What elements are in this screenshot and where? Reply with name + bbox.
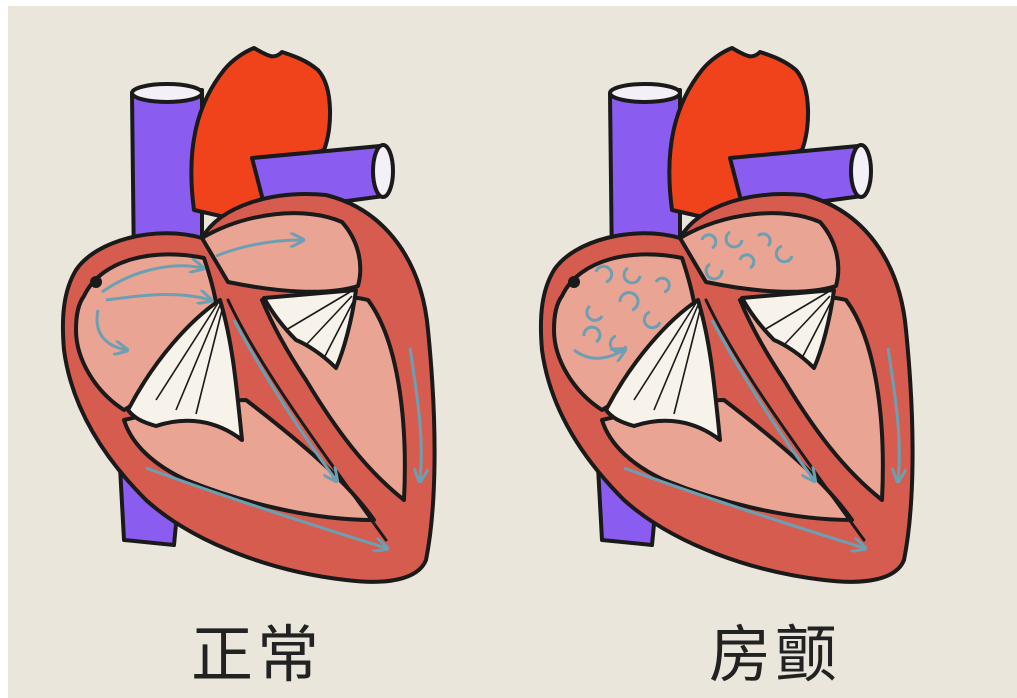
heart-afib-svg xyxy=(494,0,1002,620)
vena-cava-opening xyxy=(132,84,202,102)
heart-panel-normal xyxy=(6,0,514,620)
heart-normal-svg xyxy=(6,0,514,620)
heart-panel-afib xyxy=(494,0,1002,620)
pulmonary-opening xyxy=(851,145,871,197)
pulmonary-opening xyxy=(373,145,393,197)
vena-cava-opening xyxy=(610,84,680,102)
caption-normal: 正常 xyxy=(172,616,342,694)
sinoatrial-node xyxy=(568,276,580,288)
left-atrium-chamber xyxy=(680,213,838,292)
sinoatrial-node xyxy=(90,276,102,288)
caption-afib: 房颤 xyxy=(690,616,860,694)
